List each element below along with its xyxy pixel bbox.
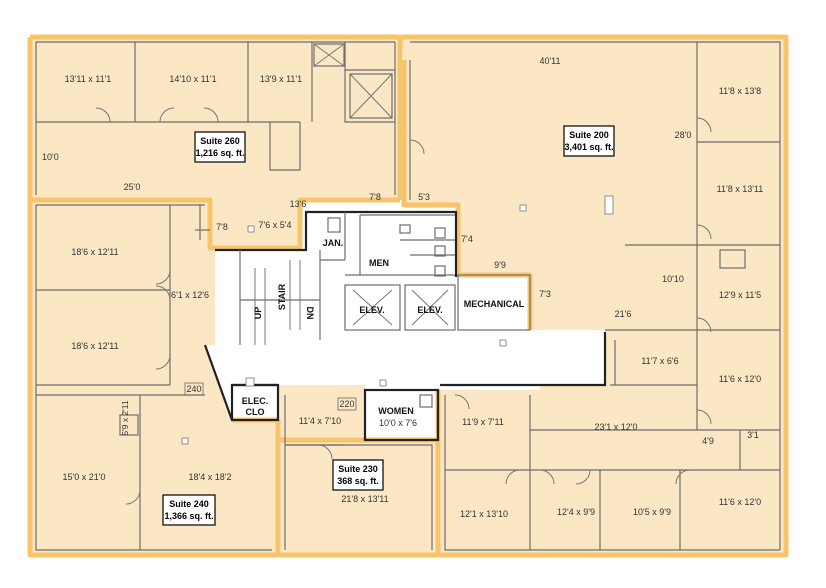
room-labels: JAN. MEN STAIR UP DN ELEV. ELEV. MECHANI…	[184, 238, 525, 428]
dim-label: 13'6	[290, 199, 307, 209]
down-label: DN	[305, 307, 315, 320]
dim-label: 11'4 x 7'10	[299, 416, 341, 426]
dim-label: 7'6 x 5'4	[259, 220, 292, 230]
svg-text:1,366 sq. ft.: 1,366 sq. ft.	[164, 511, 213, 521]
dim-label: 11'6 x 12'0	[719, 497, 761, 507]
dim-label: 18'4 x 18'2	[189, 472, 232, 482]
elevator-2-label: ELEV.	[417, 305, 442, 315]
fixtures	[181, 195, 614, 445]
svg-text:Suite 200: Suite 200	[569, 130, 609, 140]
dim-label: 13'9 x 11'1	[260, 74, 302, 84]
dim-label: 5'9 x 2'11	[120, 400, 130, 435]
dim-label: 11'8 x 13'11	[717, 184, 764, 194]
dim-label: 11'9 x 7'11	[462, 417, 504, 427]
room-number-240: 240	[186, 384, 201, 394]
dim-label: 12'9 x 11'5	[719, 290, 761, 300]
suite-230-label[interactable]: Suite 230 368 sq. ft.	[332, 459, 384, 491]
dim-label: 11'8 x 13'8	[719, 86, 761, 96]
men-label: MEN	[369, 258, 389, 268]
women-dim-label: 10'0 x 7'6	[379, 418, 417, 428]
dim-label: 9'9	[494, 260, 506, 270]
dim-label: 7'8	[216, 222, 228, 232]
dim-label: 25'0	[124, 182, 141, 192]
dimension-labels: 13'11 x 11'1 14'10 x 11'1 13'9 x 11'1 10…	[42, 56, 763, 519]
dim-label: 12'1 x 13'10	[460, 509, 508, 519]
elec-closet-label: CLO	[246, 407, 265, 417]
dim-label: 14'10 x 11'1	[169, 74, 216, 84]
suite-230-area[interactable]	[278, 440, 438, 555]
dim-label: 23'1 x 12'0	[595, 422, 638, 432]
suite-240-area[interactable]	[30, 200, 278, 555]
svg-text:Suite 230: Suite 230	[338, 464, 378, 474]
janitor-label: JAN.	[323, 238, 344, 248]
suite-200-area[interactable]	[400, 37, 786, 555]
svg-text:3,401 sq. ft.: 3,401 sq. ft.	[564, 142, 613, 152]
svg-text:1,216 sq. ft.: 1,216 sq. ft.	[195, 148, 244, 158]
dim-label: 21'8 x 13'11	[341, 494, 388, 504]
elec-closet[interactable]	[232, 385, 278, 420]
svg-text:Suite 240: Suite 240	[169, 499, 209, 509]
dim-label: 12'4 x 9'9	[557, 507, 595, 517]
suite-labels: Suite 260 1,216 sq. ft. Suite 200 3,401 …	[162, 125, 615, 526]
women-restroom[interactable]	[365, 390, 438, 440]
suite-200-label[interactable]: Suite 200 3,401 sq. ft.	[563, 125, 615, 157]
dim-label: 5'3	[418, 192, 430, 202]
room-220-area[interactable]	[278, 385, 365, 440]
svg-text:Suite 260: Suite 260	[200, 136, 240, 146]
dim-label: 10'5 x 9'9	[633, 507, 671, 517]
dim-label: 28'0	[675, 130, 692, 140]
dim-label: 40'11	[539, 56, 560, 66]
dim-label: 11'7 x 6'6	[641, 356, 678, 366]
dim-label: 11'6 x 12'0	[719, 374, 761, 384]
elec-closet-label: ELEC.	[242, 396, 269, 406]
dim-label: 3'1	[747, 430, 759, 440]
suite-240-label[interactable]: Suite 240 1,366 sq. ft.	[162, 494, 216, 526]
svg-text:368 sq. ft.: 368 sq. ft.	[337, 476, 379, 486]
room-number-220: 220	[339, 399, 354, 409]
dim-label: 10'0	[42, 152, 59, 162]
dim-label: 10'10	[662, 274, 684, 284]
dim-label: 7'8	[369, 192, 381, 202]
walls	[35, 41, 781, 551]
dim-label: 13'11 x 11'1	[65, 74, 112, 84]
up-label: UP	[253, 307, 263, 320]
suite-260-label[interactable]: Suite 260 1,216 sq. ft.	[194, 131, 246, 163]
dim-label: 18'6 x 12'11	[71, 341, 118, 351]
dim-label: 21'6	[615, 309, 632, 319]
dim-label: 7'4	[461, 234, 473, 244]
dim-label: 18'6 x 12'11	[71, 247, 118, 257]
elevator-1-label: ELEV.	[359, 305, 384, 315]
dim-label: 15'0 x 21'0	[63, 472, 106, 482]
women-label: WOMEN	[378, 406, 414, 416]
mechanical-label: MECHANICAL	[464, 299, 525, 309]
stair-label: STAIR	[277, 283, 287, 310]
doors	[95, 107, 712, 505]
dim-label: 6'1 x 12'6	[171, 290, 209, 300]
suite-fills	[30, 37, 786, 555]
dim-label: 4'9	[702, 436, 714, 446]
dim-label: 7'3	[539, 289, 551, 299]
